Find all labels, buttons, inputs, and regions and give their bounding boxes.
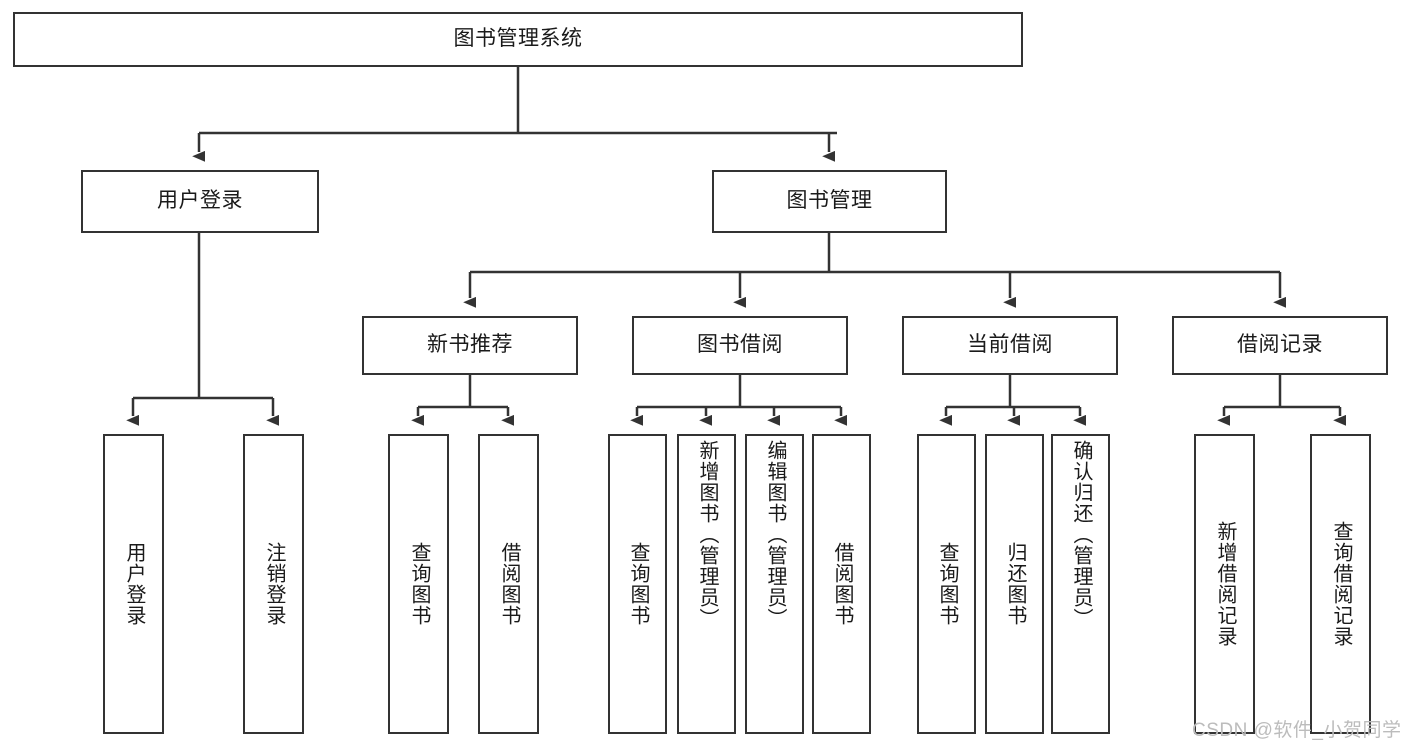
leaf-node[interactable]: 查询图书: [608, 434, 667, 734]
node-label: 图书管理系统: [453, 27, 583, 51]
node-label: 借阅图书: [831, 542, 853, 626]
leaf-node[interactable]: 确认归还（管理员）: [1051, 434, 1110, 734]
node-label: 图书管理: [786, 189, 873, 213]
node-user-login[interactable]: 用户登录: [81, 170, 319, 233]
leaf-node[interactable]: 新增图书（管理员）: [677, 434, 736, 734]
node-label: 新书推荐: [427, 333, 513, 357]
leaf-node[interactable]: 查询图书: [388, 434, 449, 734]
node-label: 归还图书: [1004, 542, 1026, 626]
node-label: 查询图书: [627, 542, 649, 626]
leaf-node[interactable]: 查询借阅记录: [1310, 434, 1371, 734]
node-label: 用户登录: [123, 542, 145, 626]
node-label: 借阅记录: [1237, 333, 1323, 357]
node-label: 查询图书: [936, 542, 958, 626]
node-book-management[interactable]: 图书管理: [712, 170, 947, 233]
node-borrow-record[interactable]: 借阅记录: [1172, 316, 1388, 375]
node-book-borrow[interactable]: 图书借阅: [632, 316, 848, 375]
node-label: 当前借阅: [967, 333, 1053, 357]
node-label: 编辑图书（管理员）: [764, 440, 786, 629]
node-current-borrow[interactable]: 当前借阅: [902, 316, 1118, 375]
leaf-node[interactable]: 编辑图书（管理员）: [745, 434, 804, 734]
node-new-book-recommend[interactable]: 新书推荐: [362, 316, 578, 375]
node-label: 借阅图书: [498, 542, 520, 626]
node-label: 用户登录: [157, 189, 243, 213]
node-root-system[interactable]: 图书管理系统: [13, 12, 1023, 67]
leaf-node[interactable]: 归还图书: [985, 434, 1044, 734]
leaf-node[interactable]: 查询图书: [917, 434, 976, 734]
watermark-text: CSDN @软件_小贺同学: [1192, 720, 1402, 741]
node-label: 注销登录: [263, 542, 285, 626]
node-label: 查询图书: [408, 542, 430, 626]
leaf-node[interactable]: 新增借阅记录: [1194, 434, 1255, 734]
leaf-node[interactable]: 注销登录: [243, 434, 304, 734]
leaf-node[interactable]: 借阅图书: [478, 434, 539, 734]
leaf-node[interactable]: 用户登录: [103, 434, 164, 734]
node-label: 确认归还（管理员）: [1070, 440, 1092, 629]
node-label: 新增借阅记录: [1214, 521, 1236, 647]
node-label: 查询借阅记录: [1330, 521, 1352, 647]
leaf-node[interactable]: 借阅图书: [812, 434, 871, 734]
node-label: 新增图书（管理员）: [696, 440, 718, 629]
node-label: 图书借阅: [697, 333, 783, 357]
